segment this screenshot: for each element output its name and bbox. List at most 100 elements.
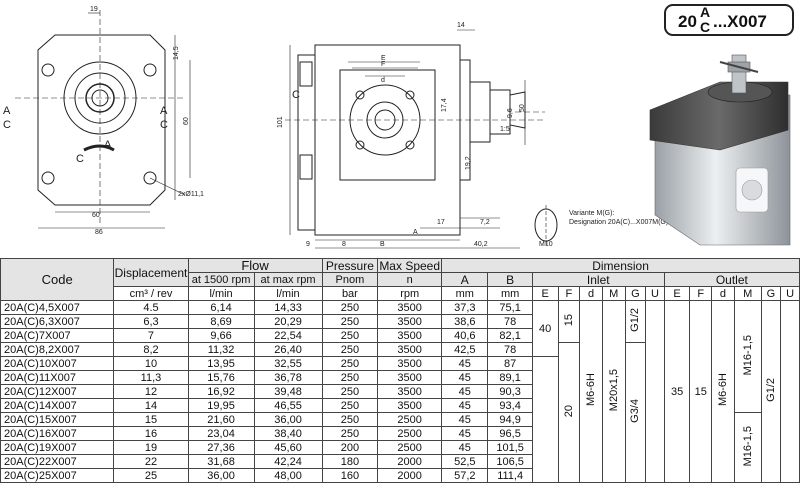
side-dim-14: 14: [457, 22, 465, 29]
header-dimension: Dimension: [441, 258, 800, 273]
outlet-d-cell-text: M6-6H: [716, 373, 729, 407]
speed-cell: 2500: [377, 440, 443, 455]
flow-max-cell: 39,48: [253, 384, 323, 399]
dim-b-cell: 94,9: [487, 412, 533, 427]
flow-1500-cell: 6,14: [187, 300, 255, 315]
dim-b-cell: 106,5: [487, 454, 533, 469]
displacement-cell: 4.5: [113, 300, 189, 315]
unit-speed: rpm: [377, 286, 443, 301]
dim-a-cell: 45: [441, 426, 489, 441]
code-cell: 20A(C)14X007: [0, 398, 115, 413]
flow-max-cell: 14,33: [253, 300, 323, 315]
header-pressure: Pressure: [321, 258, 379, 273]
code-cell: 20A(C)22X007: [0, 454, 115, 469]
shaft-key-label: M10: [539, 241, 553, 248]
dim-a-cell: 45: [441, 398, 489, 413]
header-n: n: [377, 272, 443, 287]
flow-1500-cell: 31,68: [187, 454, 255, 469]
side-dim-e: E: [381, 55, 386, 62]
displacement-cell: 22: [113, 454, 189, 469]
side-dim-50: 50: [519, 104, 526, 112]
front-dim-w2: 86: [95, 229, 103, 236]
flow-max-cell: 36,78: [253, 370, 323, 385]
side-dim-d: d: [381, 77, 385, 84]
shaft-key-detail: [534, 205, 558, 245]
dim-b-cell: 89,1: [487, 370, 533, 385]
flow-max-cell: 46,55: [253, 398, 323, 413]
variant-note-line2: Designation 20A(C)...X007M(G): [569, 219, 668, 226]
dim-b-cell: 93,4: [487, 398, 533, 413]
outlet-m-last-cell-text: M16-1,5: [741, 425, 754, 467]
pressure-cell: 250: [321, 370, 379, 385]
technical-drawing: 19 14,5 60 60 86 2xØ11,1 A C A C A C: [3, 6, 791, 249]
speed-cell: 3500: [377, 384, 443, 399]
unit-inlet-g: G: [624, 286, 647, 301]
dim-b-cell: 82,1: [487, 328, 533, 343]
front-lbl-c-mid: C: [76, 153, 84, 165]
header-flow-max: at max rpm: [253, 272, 323, 287]
front-lbl-a-left: A: [3, 105, 11, 117]
header-flow-1500: at 1500 rpm: [187, 272, 255, 287]
displacement-cell: 7: [113, 328, 189, 343]
outlet-g-cell: G1/2: [760, 300, 782, 483]
header-max-speed: Max Speed: [377, 258, 443, 273]
displacement-cell: 10: [113, 356, 189, 371]
front-dim-h2: 60: [183, 117, 190, 125]
front-dim-h1: 14,5: [173, 46, 180, 60]
dim-b-cell: 75,1: [487, 300, 533, 315]
outlet-g-cell-text: G1/2: [764, 378, 777, 402]
flow-max-cell: 36,00: [253, 412, 323, 427]
pressure-cell: 250: [321, 356, 379, 371]
flow-1500-cell: 9,66: [187, 328, 255, 343]
displacement-cell: 14: [113, 398, 189, 413]
title-main: 20: [678, 12, 697, 31]
front-holes-label: 2xØ11,1: [178, 191, 204, 198]
side-dim-9: 9: [306, 241, 310, 248]
header-displacement: Displacement: [113, 258, 189, 287]
flow-1500-cell: 16,92: [187, 384, 255, 399]
unit-displacement: cm³ / rev: [113, 286, 189, 301]
unit-inlet-m: M: [601, 286, 626, 301]
flow-max-cell: 20,29: [253, 314, 323, 329]
flow-max-cell: 42,24: [253, 454, 323, 469]
speed-cell: 3500: [377, 398, 443, 413]
side-dim-19-2: 19,2: [465, 156, 472, 170]
outlet-e-cell: 35: [663, 300, 691, 483]
code-cell: 20A(C)12X007: [0, 384, 115, 399]
dim-a-cell: 57,2: [441, 468, 489, 483]
header-flow: Flow: [187, 258, 323, 273]
dim-b-cell: 96,5: [487, 426, 533, 441]
header-a: A: [441, 272, 489, 287]
header-code: Code: [0, 258, 115, 301]
flow-1500-cell: 8,69: [187, 314, 255, 329]
title-suffix: ...X007: [713, 12, 767, 31]
displacement-cell: 6,3: [113, 314, 189, 329]
pressure-cell: 250: [321, 384, 379, 399]
front-lbl-a-right: A: [160, 105, 168, 117]
code-cell: 20A(C)19X007: [0, 440, 115, 455]
front-dim-w1: 60: [92, 212, 100, 219]
code-cell: 20A(C)6,3X007: [0, 314, 115, 329]
dim-b-cell: 101,5: [487, 440, 533, 455]
dim-b-cell: 78: [487, 314, 533, 329]
speed-cell: 2500: [377, 426, 443, 441]
unit-inlet-u: U: [645, 286, 665, 301]
unit-inlet-f: F: [557, 286, 581, 301]
unit-outlet-f: F: [689, 286, 713, 301]
side-view: [285, 29, 545, 249]
unit-outlet-u: U: [780, 286, 800, 301]
speed-cell: 3500: [377, 356, 443, 371]
side-dim-40-2: 40,2: [474, 241, 488, 248]
dim-a-cell: 45: [441, 440, 489, 455]
dim-a-cell: 45: [441, 412, 489, 427]
title-sub: C: [700, 19, 711, 35]
unit-outlet-g: G: [760, 286, 782, 301]
inlet-f-small-cell: 15: [557, 300, 581, 343]
dim-a-cell: 45: [441, 384, 489, 399]
